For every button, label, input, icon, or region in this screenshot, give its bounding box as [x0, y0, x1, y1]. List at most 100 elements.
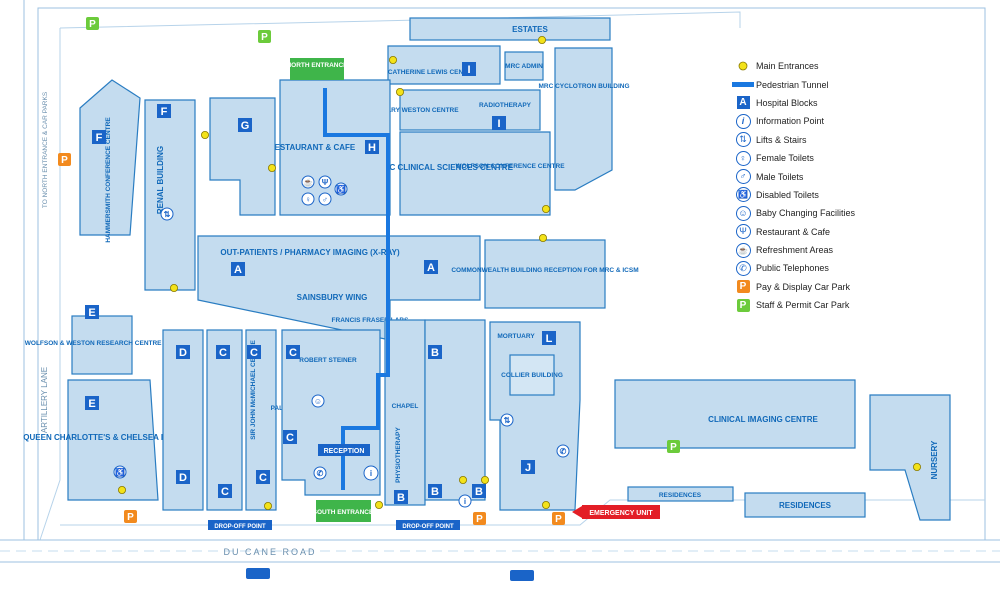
staff-parking-1[interactable]: P — [86, 17, 99, 30]
main-entrance-icon[interactable] — [263, 501, 272, 510]
main-entrances — [118, 36, 922, 510]
main-entrance-icon[interactable] — [374, 500, 383, 509]
main-entrance-icon[interactable] — [913, 462, 922, 471]
main-entrance-icon[interactable] — [267, 163, 276, 172]
legend-information-point: i Information Point — [730, 112, 990, 130]
main-entrance-icon[interactable] — [538, 36, 547, 45]
disabled-toilets-icon: ♿ — [730, 187, 756, 203]
restaurant-icon: Ψ — [730, 224, 756, 240]
south-entrance-sign[interactable]: SOUTH ENTRANCE — [313, 500, 374, 522]
block-a-east: A — [424, 260, 438, 274]
drop-off-sign-2[interactable]: DROP-OFF POINT — [396, 520, 460, 530]
male-toilets-icon: ♂ — [730, 169, 756, 185]
physiotherapy-label: PHYSIOTHERAPY — [395, 427, 402, 483]
block-d-lower: D — [176, 470, 190, 484]
hammersmith-conference-building — [79, 79, 141, 236]
pay-parking-1[interactable]: P — [58, 153, 71, 166]
block-b-3: B — [472, 484, 486, 498]
svg-text:C: C — [286, 432, 294, 444]
catherine-lewis-label: CATHERINE LEWIS CENTRE — [388, 69, 477, 76]
main-entrance-icon[interactable] — [118, 485, 127, 494]
svg-text:♂: ♂ — [322, 195, 328, 204]
legend-pay-display-parking: P Pay & Display Car Park — [730, 278, 990, 296]
svg-text:C: C — [221, 486, 229, 498]
robert-steiner-label: ROBERT STEINER — [299, 357, 357, 364]
block-c-3: C — [286, 345, 300, 359]
male-toilets-icon[interactable] — [318, 192, 332, 206]
main-entrance-icon[interactable] — [542, 500, 551, 509]
block-c-6: C — [256, 470, 270, 484]
svg-text:Ψ: Ψ — [322, 178, 329, 187]
block-e-wolfson: E — [85, 305, 99, 319]
main-entrance-icon[interactable] — [458, 475, 467, 484]
disabled-toilets-icon[interactable] — [113, 465, 127, 479]
main-entrance-icon[interactable] — [539, 233, 548, 242]
c-block-west — [206, 329, 243, 511]
outpatients-label: OUT-PATIENTS / PHARMACY IMAGING (X-RAY) — [220, 248, 400, 257]
legend-female-toilets: ♀ Female Toilets — [730, 149, 990, 167]
svg-text:i: i — [370, 469, 372, 478]
mrc-clinical-label: MRC CLINICAL SCIENCES CENTRE — [377, 163, 514, 172]
information-icon[interactable] — [363, 465, 379, 481]
legend-disabled-toilets: ♿ Disabled Toilets — [730, 186, 990, 204]
main-entrance-icon[interactable] — [169, 283, 178, 292]
staff-parking-3[interactable]: P — [667, 440, 680, 453]
pay-parking-4[interactable]: P — [552, 512, 565, 525]
drop-off-sign-1[interactable]: DROP-OFF POINT — [208, 520, 272, 530]
legend-refreshment-areas: ☕ Refreshment Areas — [730, 241, 990, 259]
main-entrance-icon[interactable] — [200, 130, 209, 139]
svg-text:D: D — [179, 347, 187, 359]
restaurant-cafe-label: RESTAURANT & CAFE — [269, 143, 356, 152]
legend-pedestrian-tunnel: Pedestrian Tunnel — [730, 75, 990, 93]
main-entrance-icon[interactable] — [395, 88, 404, 97]
mrc-admin-building — [504, 51, 544, 81]
block-b-2: B — [428, 484, 442, 498]
block-g: G — [238, 118, 252, 132]
block-d-upper: D — [176, 345, 190, 359]
north-entrance-sign[interactable]: NORTH ENTRANCE — [286, 58, 348, 80]
lifts-stairs-icon[interactable] — [160, 207, 174, 221]
legend-main-entrances: Main Entrances — [730, 57, 990, 75]
du-cane-road-label: DU CANE ROAD — [223, 547, 316, 557]
wolfson-weston-building — [71, 315, 133, 375]
main-entrance-icon[interactable] — [542, 204, 551, 213]
block-c-4: C — [283, 430, 297, 444]
artillery-lane-label: ARTILLERY LANE — [40, 367, 49, 433]
svg-text:F: F — [96, 132, 103, 144]
baby-changing-icon[interactable] — [311, 394, 325, 408]
svg-text:♿: ♿ — [115, 467, 125, 477]
pay-parking-2[interactable]: P — [124, 510, 137, 523]
block-e-queen: E — [85, 396, 99, 410]
renal-label: RENAL BUILDING — [156, 146, 165, 214]
emergency-unit-sign[interactable]: EMERGENCY UNIT — [572, 505, 660, 519]
svg-text:i: i — [464, 497, 466, 506]
telephone-icon[interactable] — [556, 444, 570, 458]
information-icon[interactable] — [458, 494, 472, 508]
block-f-hammersmith: F — [92, 130, 106, 144]
chapel-building — [384, 319, 426, 506]
mrc-cyclotron-building — [554, 47, 613, 191]
baby-changing-icon: ☺ — [730, 205, 756, 221]
main-entrance-icon[interactable] — [388, 56, 397, 65]
telephone-icon[interactable] — [313, 466, 327, 480]
svg-text:I: I — [467, 64, 470, 76]
bus-icon — [246, 568, 270, 579]
reception-sign[interactable]: RECEPTION — [318, 444, 370, 456]
refreshment-icon[interactable] — [301, 175, 315, 189]
restaurant-icon[interactable] — [318, 175, 332, 189]
svg-text:P: P — [127, 512, 134, 523]
svg-text:B: B — [397, 492, 405, 504]
main-entrance-icon[interactable] — [480, 475, 489, 484]
disabled-toilets-icon[interactable] — [334, 182, 348, 196]
commonwealth-label: COMMONWEALTH BUILDING RECEPTION FOR MRC … — [451, 267, 638, 274]
pedestrian-tunnel-icon — [730, 81, 756, 88]
pay-parking-3[interactable]: P — [473, 512, 486, 525]
svg-text:✆: ✆ — [317, 469, 324, 478]
block-i-catherine: I — [462, 62, 476, 76]
svg-text:A: A — [427, 262, 435, 274]
female-toilets-icon[interactable] — [301, 192, 315, 206]
clinical-imaging-label: CLINICAL IMAGING CENTRE — [708, 415, 818, 424]
collier-label: COLLIER BUILDING — [501, 372, 563, 379]
lifts-stairs-icon[interactable] — [500, 413, 514, 427]
staff-parking-2[interactable]: P — [258, 30, 271, 43]
